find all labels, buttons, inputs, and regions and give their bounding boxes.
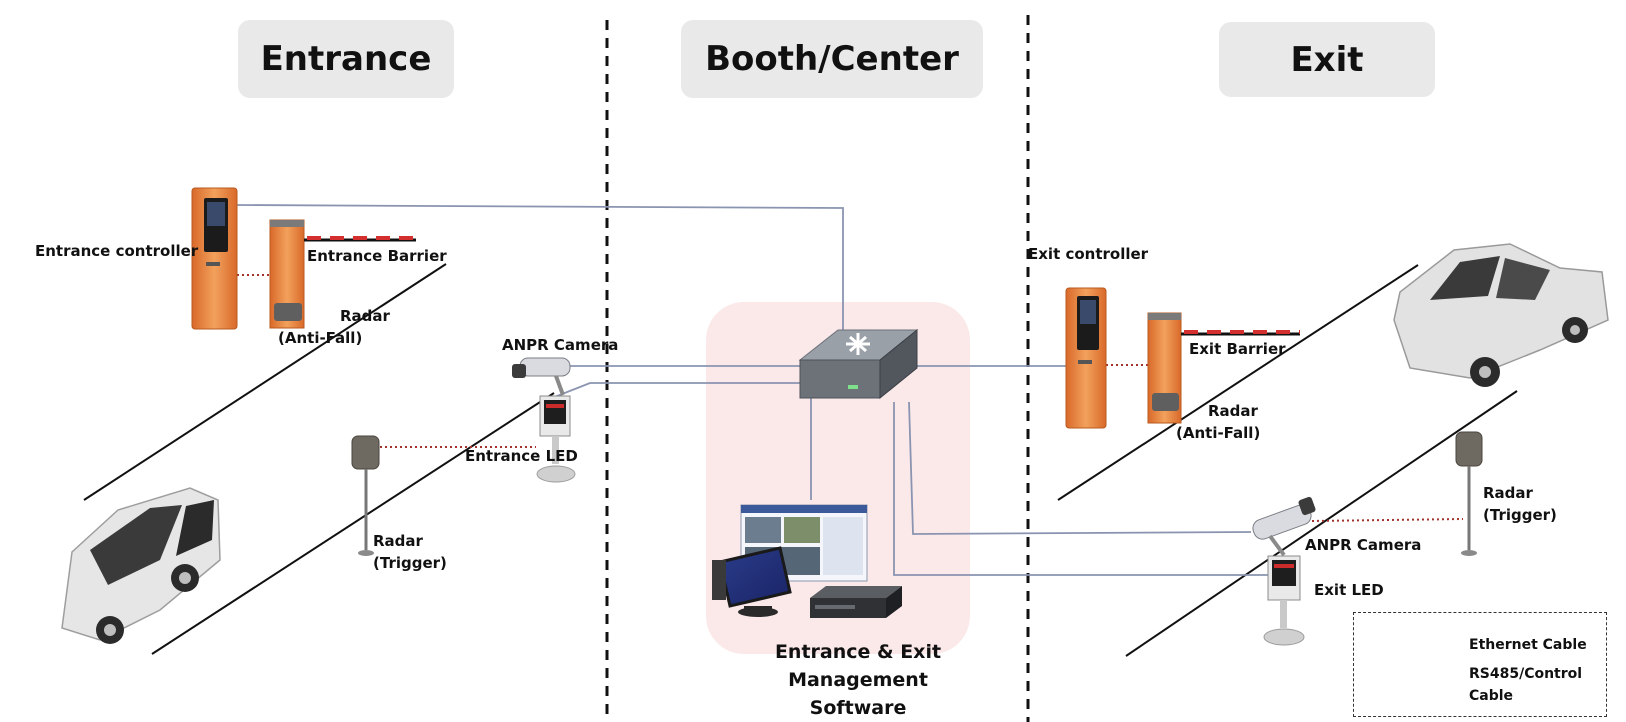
entrance-barrier-label: Entrance Barrier	[307, 247, 447, 265]
exit-controller-icon	[1065, 287, 1107, 429]
entrance-radar-anti-fall-label: Radar	[340, 307, 390, 325]
ethernet-cables	[236, 204, 1277, 576]
software-label-line-2: Management	[788, 669, 928, 691]
monitor-icon	[712, 546, 792, 617]
exit-barrier-label: Exit Barrier	[1189, 340, 1286, 358]
software-label-line-3: Software	[809, 697, 907, 719]
exit-car-icon	[1393, 243, 1609, 387]
entrance-led-label: Entrance LED	[465, 447, 578, 465]
entrance-radar-trigger-icon	[351, 435, 380, 556]
exit-led-icon	[1263, 555, 1305, 646]
exit-barrier-icon	[1147, 312, 1300, 424]
entrance-radar-trigger-sub-label: (Trigger)	[373, 554, 447, 572]
zone-exit-header: Exit	[1219, 22, 1435, 97]
entrance-controller-label: Entrance controller	[35, 242, 199, 260]
exit-radar-trigger-label: Radar	[1483, 484, 1533, 502]
exit-radar-trigger-icon	[1455, 431, 1483, 556]
network-switch-icon	[798, 328, 919, 400]
nvr-device-icon	[810, 586, 902, 618]
entrance-radar-trigger-label: Radar	[373, 532, 423, 550]
entrance-radar-anti-fall-sub-label: (Anti-Fall)	[278, 329, 363, 347]
entrance-controller-icon	[191, 187, 238, 330]
exit-controller-label: Exit controller	[1028, 245, 1149, 263]
legend-box: Ethernet Cable RS485/Control Cable	[1353, 612, 1607, 717]
exit-anpr-camera-icon	[1252, 496, 1316, 557]
legend-rs485-sub-label: Cable	[1469, 688, 1514, 704]
legend-ethernet-label: Ethernet Cable	[1469, 637, 1587, 653]
legend-rs485-label: RS485/Control	[1469, 666, 1583, 682]
entrance-car-icon	[61, 487, 221, 644]
zone-entrance-header: Entrance	[238, 20, 454, 98]
exit-radar-anti-fall-label: Radar	[1208, 402, 1258, 420]
entrance-barrier-icon	[269, 219, 416, 329]
exit-radar-trigger-sub-label: (Trigger)	[1483, 506, 1557, 524]
entrance-anpr-camera-label: ANPR Camera	[502, 336, 619, 354]
entrance-anpr-camera-icon	[512, 357, 571, 396]
exit-anpr-camera-label: ANPR Camera	[1305, 536, 1422, 554]
exit-radar-anti-fall-sub-label: (Anti-Fall)	[1176, 424, 1261, 442]
software-label-line-1: Entrance & Exit	[774, 641, 942, 663]
entrance-led-icon	[536, 395, 576, 483]
rs485-cables	[237, 274, 1464, 522]
road-lines	[83, 263, 1518, 657]
zone-booth-header: Booth/Center	[681, 20, 983, 98]
management-software-label: Entrance & Exit Management Software	[758, 638, 958, 722]
exit-led-label: Exit LED	[1314, 581, 1384, 599]
